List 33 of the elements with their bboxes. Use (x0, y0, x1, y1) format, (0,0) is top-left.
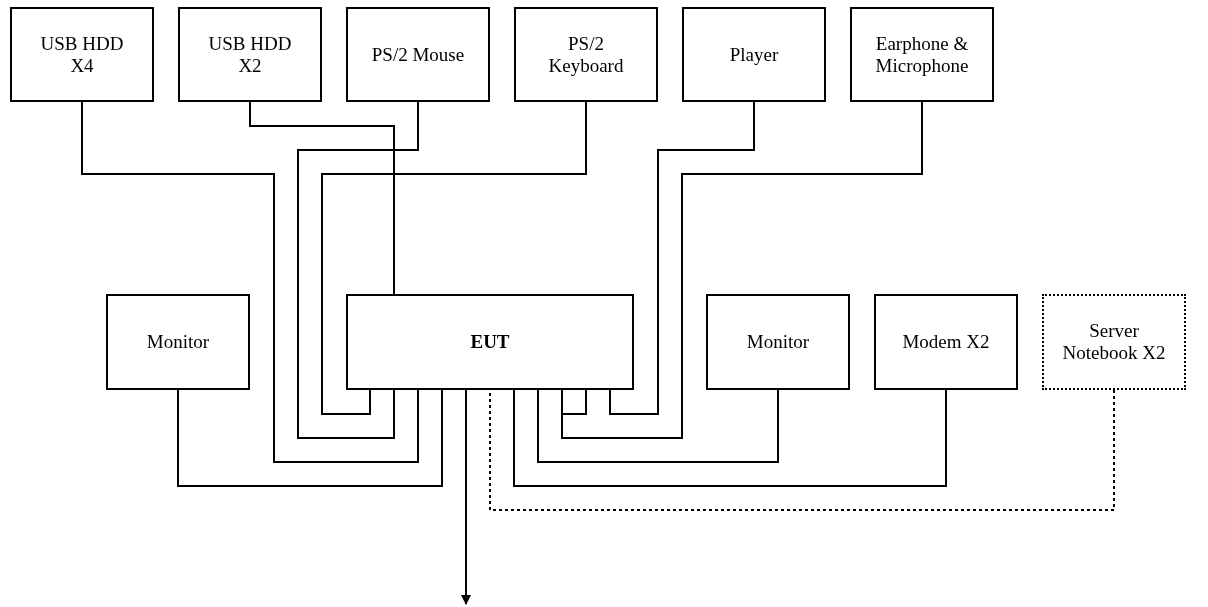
device-box (514, 7, 658, 102)
cable-line (249, 101, 395, 295)
device-label: Player (729, 43, 779, 66)
cable-line (513, 389, 947, 487)
device-box (682, 7, 826, 102)
cable-line (321, 101, 587, 415)
device-box (1042, 294, 1186, 390)
cable-line (297, 101, 419, 439)
device-box (850, 7, 994, 102)
cable-line (81, 101, 419, 463)
arrow (461, 389, 471, 605)
device-box (346, 7, 490, 102)
device-box (10, 7, 154, 102)
device-box (346, 294, 634, 390)
device-label: PS/2 Keyboard (547, 32, 625, 77)
device-label: Earphone & Microphone (874, 32, 970, 77)
device-label: EUT (470, 331, 510, 353)
device-label: PS/2 Mouse (371, 43, 465, 66)
device-label: Modem X2 (902, 331, 990, 353)
device-label: Monitor (746, 331, 810, 353)
device-box (874, 294, 1018, 390)
cable-line (537, 389, 779, 463)
device-box (106, 294, 250, 390)
device-label: USB HDD X2 (207, 32, 293, 77)
device-box (706, 294, 850, 390)
cable-line (561, 101, 923, 439)
cable-line (609, 101, 755, 415)
device-label: Server Notebook X2 (1061, 320, 1167, 364)
device-box (178, 7, 322, 102)
cable-line (177, 389, 443, 487)
cable-line (489, 389, 1115, 511)
device-label: USB HDD X4 (39, 32, 125, 77)
device-label: Monitor (146, 331, 210, 353)
